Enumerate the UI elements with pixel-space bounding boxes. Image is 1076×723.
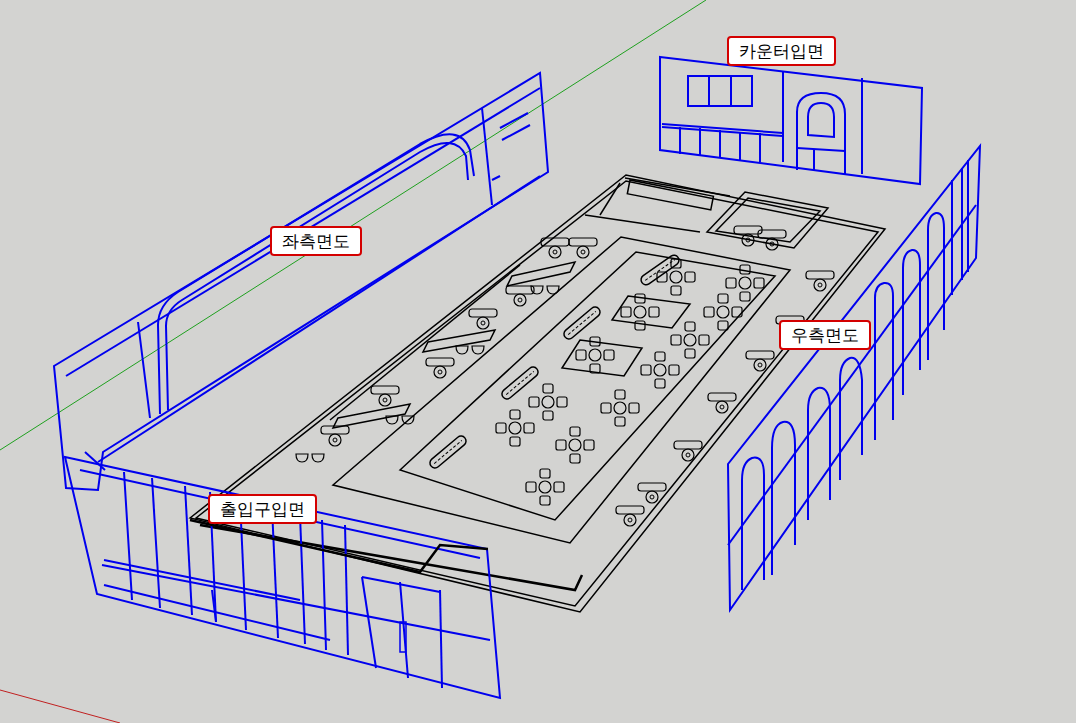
view-label: 카운터입면 xyxy=(727,36,836,66)
view-label: 우측면도 xyxy=(779,320,871,350)
label-text: 좌측면도 xyxy=(282,230,350,252)
label-text: 출입구입면 xyxy=(220,498,305,520)
label-text: 카운터입면 xyxy=(739,40,824,62)
view-label: 좌측면도 xyxy=(270,226,362,256)
label-text: 우측면도 xyxy=(791,324,859,346)
view-label: 출입구입면 xyxy=(208,494,317,524)
